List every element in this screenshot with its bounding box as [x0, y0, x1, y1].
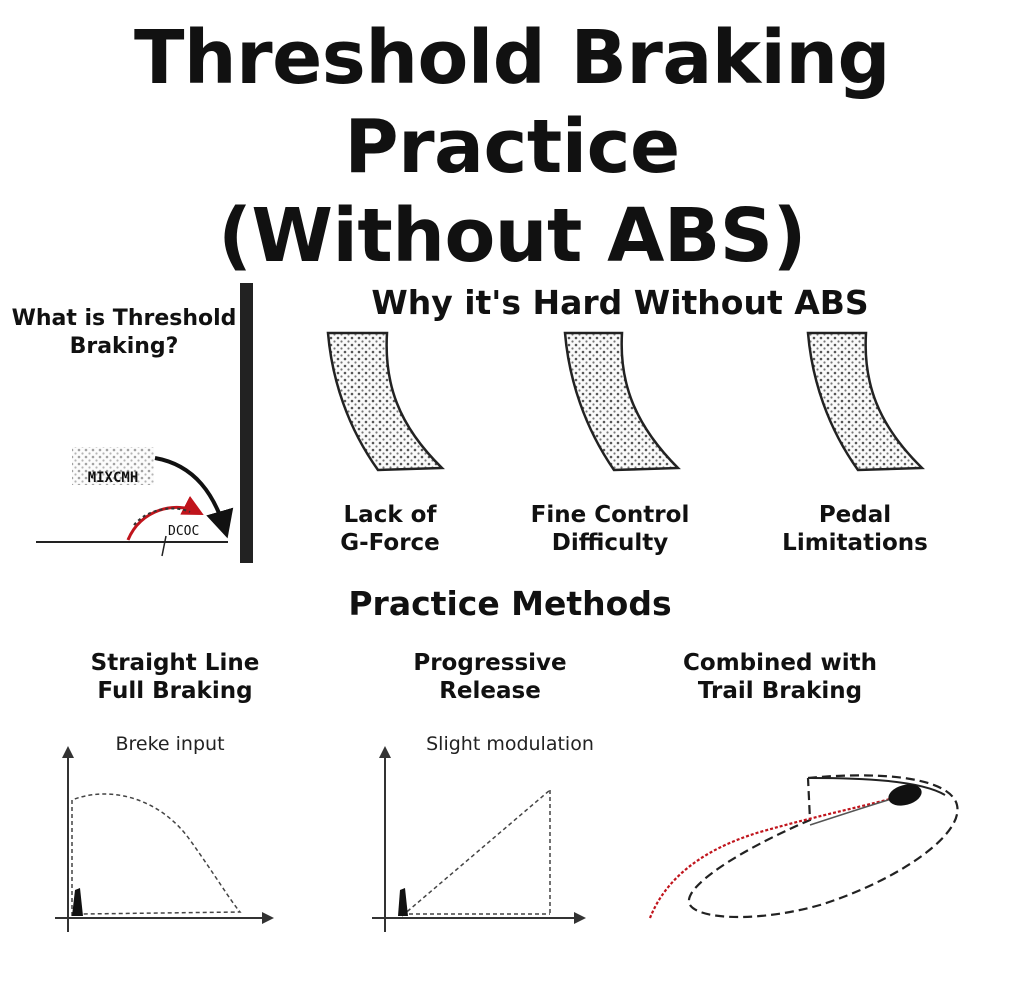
- page-title: Threshold Braking Practice (Without ABS): [0, 14, 1024, 281]
- graph-2-ramp: [401, 789, 551, 917]
- dotted-curve: [133, 507, 191, 526]
- label-background: [72, 447, 154, 485]
- why-hard-item-3-line-1: Pedal: [818, 502, 892, 528]
- method-2-line-2: Release: [439, 678, 541, 704]
- pad-illustration-2: [563, 331, 681, 472]
- pad-illustration-3: [806, 331, 925, 472]
- graph-3-track-outline: [687, 774, 959, 919]
- why-hard-item-3-line-2: Limitations: [782, 530, 928, 556]
- why-hard-item-2-line-2: Difficulty: [551, 530, 669, 556]
- what-is-heading-line-2: Braking?: [69, 334, 179, 359]
- why-hard-item-3: Pedal Limitations: [765, 501, 945, 557]
- red-arrow: [126, 495, 204, 541]
- graph-1-brake-curve: [71, 793, 242, 916]
- why-hard-item-1-line-1: Lack of: [343, 502, 437, 528]
- threshold-arrow: [154, 456, 234, 539]
- what-is-heading-line-1: What is Threshold: [11, 306, 237, 331]
- graph-1-initial-spike: [72, 888, 83, 916]
- why-hard-item-2: Fine Control Difficulty: [510, 501, 710, 557]
- graph-1-caption: Breke input: [115, 733, 225, 755]
- method-3-line-1: Combined with: [683, 650, 877, 676]
- sketch-label-bottom: DCOC: [168, 524, 200, 539]
- title-line-2: Practice: [344, 104, 680, 190]
- title-line-1: Threshold Braking: [133, 15, 891, 101]
- method-1-line-1: Straight Line: [90, 650, 260, 676]
- section-divider: [240, 283, 253, 563]
- graph-1: [55, 746, 274, 932]
- why-hard-item-2-line-1: Fine Control: [530, 502, 690, 528]
- tick-mark: [161, 535, 167, 557]
- method-2-label: Progressive Release: [390, 649, 590, 705]
- what-is-heading: What is Threshold Braking?: [0, 305, 248, 361]
- practice-heading: Practice Methods: [348, 584, 672, 623]
- sketch-label-top: MIXCMH: [87, 470, 139, 486]
- graph-3: [648, 774, 959, 919]
- method-1-label: Straight Line Full Braking: [70, 649, 280, 705]
- method-3-line-2: Trail Braking: [697, 678, 863, 704]
- why-hard-item-1-line-2: G-Force: [340, 530, 440, 556]
- method-3-label: Combined with Trail Braking: [665, 649, 895, 705]
- graph-2-caption: Slight modulation: [426, 733, 594, 755]
- graph-2-initial-spike: [398, 888, 408, 916]
- why-hard-item-1: Lack of G-Force: [300, 501, 480, 557]
- graph-3-track-edge: [809, 777, 946, 796]
- why-hard-heading: Why it's Hard Without ABS: [371, 283, 869, 322]
- car-icon: [888, 784, 922, 806]
- graph-2: [372, 746, 586, 932]
- graph-3-racing-line: [648, 793, 906, 919]
- title-line-3: (Without ABS): [218, 193, 806, 279]
- pad-illustration-1: [326, 331, 445, 472]
- method-2-line-1: Progressive: [413, 650, 567, 676]
- method-1-line-2: Full Braking: [97, 678, 253, 704]
